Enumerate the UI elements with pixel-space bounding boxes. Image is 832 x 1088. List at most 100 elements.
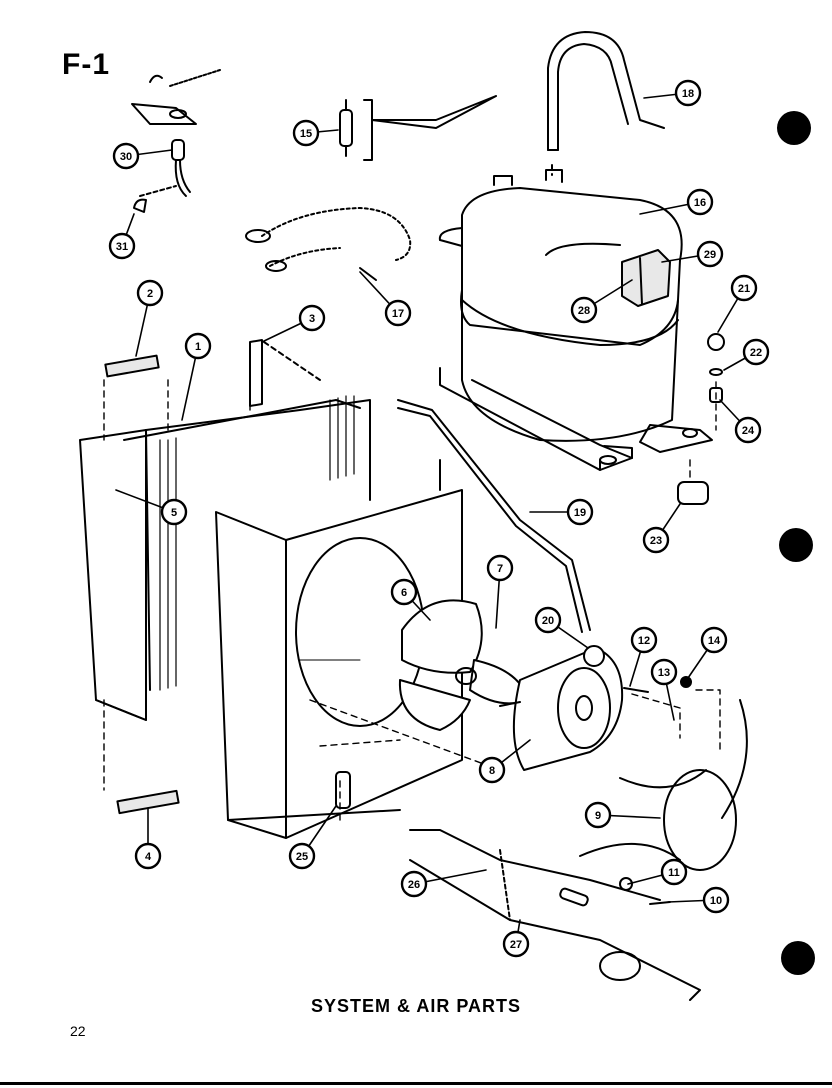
callout-6: 6 (390, 578, 418, 606)
callout-number: 7 (497, 563, 503, 575)
callout-circle (700, 626, 728, 654)
capacitor-15 (339, 95, 497, 161)
callout-number: 25 (296, 851, 308, 863)
fan-motor (499, 647, 624, 771)
callout-number: 9 (595, 810, 601, 822)
callout-number: 1 (195, 341, 201, 353)
callout-circle (702, 886, 730, 914)
callout-7: 7 (486, 554, 514, 582)
callout-5: 5 (160, 498, 188, 526)
callout-23: 23 (642, 526, 670, 554)
grommet (677, 481, 709, 505)
registration-marks (777, 111, 815, 975)
callout-circle (292, 119, 320, 147)
hardware (104, 333, 725, 1001)
callout-4: 4 (134, 842, 162, 870)
callout-21: 21 (730, 274, 758, 302)
callout-number: 20 (542, 615, 554, 627)
callout-1: 1 (184, 332, 212, 360)
callout-number: 27 (510, 939, 522, 951)
callout-number: 8 (489, 765, 495, 777)
callout-circle (642, 526, 670, 554)
callout-16: 16 (686, 188, 714, 216)
callout-number: 12 (638, 635, 650, 647)
callout-number: 23 (650, 535, 662, 547)
callout-number: 24 (742, 425, 755, 437)
registration-dot (779, 528, 813, 562)
callout-circle (136, 279, 164, 307)
callout-circle (742, 338, 770, 366)
callout-number: 6 (401, 587, 407, 599)
callout-9: 9 (584, 801, 612, 829)
alignment-lines (103, 379, 721, 821)
page-number: 22 (70, 1023, 86, 1039)
diagram-caption: SYSTEM & AIR PARTS (310, 996, 521, 1016)
fan-blade (398, 599, 529, 731)
callout-2: 2 (136, 279, 164, 307)
callout-bubbles: 1234567891011121314151617181920212223242… (108, 79, 770, 958)
callout-circle (734, 416, 762, 444)
condenser-coil (79, 395, 371, 721)
callout-circle (160, 498, 188, 526)
callout-circle (570, 296, 598, 324)
callout-number: 19 (574, 507, 586, 519)
callout-number: 11 (668, 867, 680, 879)
callout-number: 22 (750, 347, 762, 359)
callout-number: 3 (309, 313, 315, 325)
callout-circle (584, 801, 612, 829)
callout-number: 17 (392, 308, 404, 320)
callouts: 1234567891011121314151617181920212223242… (108, 79, 770, 958)
callout-circle (696, 240, 724, 268)
callout-number: 28 (578, 305, 590, 317)
registration-dot (781, 941, 815, 975)
callout-14: 14 (700, 626, 728, 654)
callout-17: 17 (384, 299, 412, 327)
callout-circle (674, 79, 702, 107)
bottom-rule (0, 1082, 832, 1085)
bracket-clip (104, 354, 160, 378)
callout-number: 13 (658, 667, 670, 679)
callout-22: 22 (742, 338, 770, 366)
callout-11: 11 (660, 858, 688, 886)
callout-circle (384, 299, 412, 327)
callout-25: 25 (288, 842, 316, 870)
callout-31: 31 (108, 232, 136, 260)
callout-circle (400, 870, 428, 898)
callout-number: 15 (300, 128, 312, 140)
callout-number: 30 (120, 151, 132, 163)
washer (709, 368, 723, 376)
callout-circle (650, 658, 678, 686)
callout-circle (502, 930, 530, 958)
callout-number: 14 (708, 635, 721, 647)
callout-circle (478, 756, 506, 784)
motor-mount (579, 699, 748, 871)
suction-tube (397, 399, 591, 633)
callout-number: 26 (408, 879, 420, 891)
callout-circle (184, 332, 212, 360)
callout-24: 24 (734, 416, 762, 444)
callout-circle (112, 142, 140, 170)
compressor (438, 169, 713, 471)
callout-30: 30 (112, 142, 140, 170)
figure-label: F-1 (62, 48, 110, 81)
callout-8: 8 (478, 756, 506, 784)
callout-number: 5 (171, 507, 177, 519)
callout-15: 15 (292, 119, 320, 147)
tube-capacitor (335, 771, 351, 809)
callout-27: 27 (502, 930, 530, 958)
callout-13: 13 (650, 658, 678, 686)
callout-29: 29 (696, 240, 724, 268)
callout-circle (566, 498, 594, 526)
callout-20: 20 (534, 606, 562, 634)
callout-circle (486, 554, 514, 582)
callout-18: 18 (674, 79, 702, 107)
callout-circle (534, 606, 562, 634)
callout-26: 26 (400, 870, 428, 898)
callout-number: 29 (704, 249, 716, 261)
discharge-tube (547, 31, 665, 176)
overload-protector (131, 69, 221, 213)
callout-circle (134, 842, 162, 870)
callout-circle (686, 188, 714, 216)
